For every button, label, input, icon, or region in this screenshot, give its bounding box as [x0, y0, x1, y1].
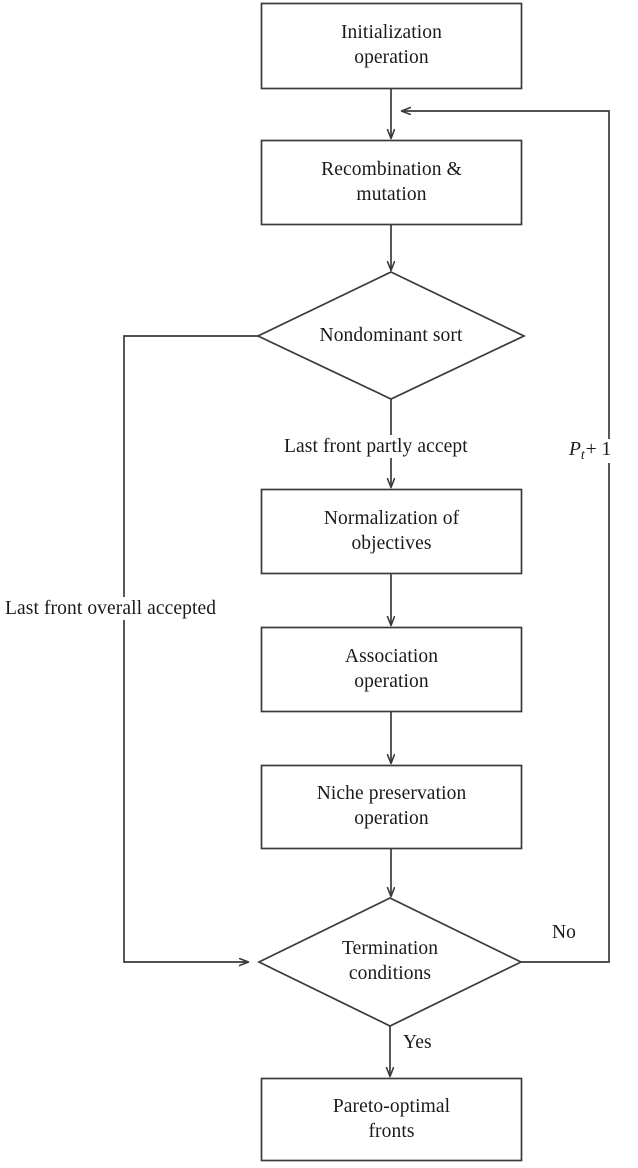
math-subscript: t [580, 446, 585, 462]
edge-label-last-front-partly-accept: Last front partly accept [283, 435, 469, 459]
edge-label-last-front-overall-accepted: Last front overall accepted [4, 597, 218, 621]
edge-termination-no-to-recomb [402, 111, 610, 963]
node-shape-association [260, 626, 523, 713]
math-suffix: + 1 [585, 439, 612, 460]
node-shape-pareto [260, 1077, 523, 1162]
node-shape-nondom [256, 271, 526, 400]
edge-label-yes: Yes [402, 1031, 433, 1055]
node-shape-recomb [260, 139, 523, 226]
math-base: P [569, 439, 581, 460]
edge-label-population-next: Pt+ 1 [567, 439, 614, 463]
node-shape-niche [260, 764, 523, 850]
edge-label-no: No [551, 921, 578, 945]
node-shape-normalization [260, 488, 523, 575]
edge-nondom-overall-to-termination [123, 335, 258, 962]
node-shape-init [260, 2, 523, 90]
node-shape-termination [257, 897, 523, 1027]
